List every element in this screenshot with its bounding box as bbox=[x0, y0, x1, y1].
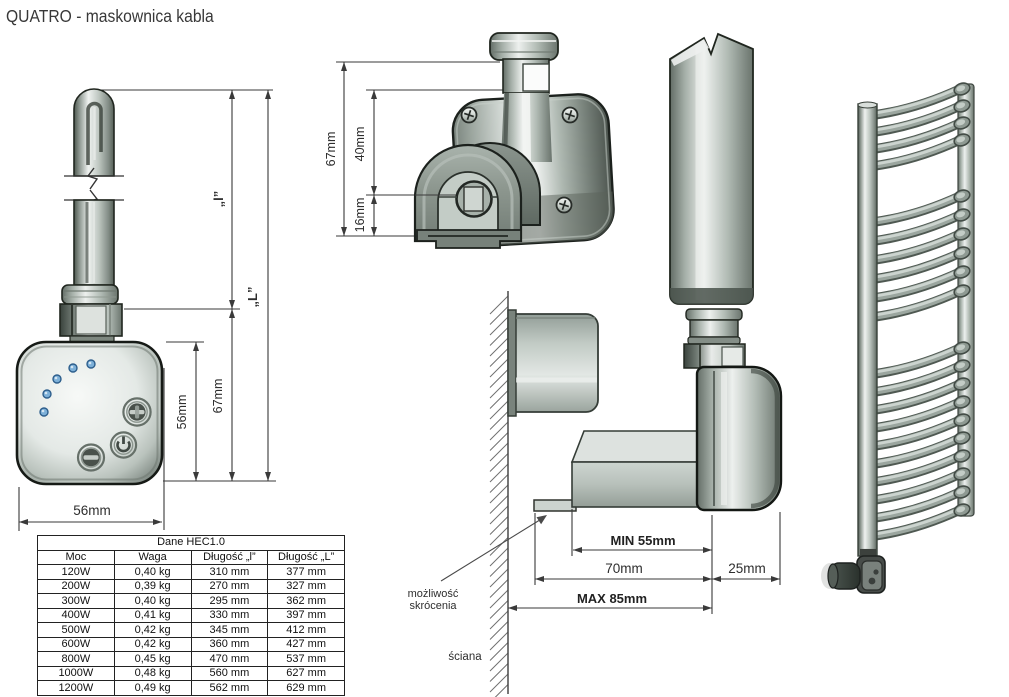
svg-text:możliwość: możliwość bbox=[408, 588, 459, 600]
svg-text:67mm: 67mm bbox=[324, 132, 338, 167]
svg-text:MAX 85mm: MAX 85mm bbox=[577, 591, 647, 606]
svg-text:67mm: 67mm bbox=[211, 379, 225, 414]
svg-text:25mm: 25mm bbox=[728, 561, 766, 576]
svg-text:ściana: ściana bbox=[448, 651, 482, 663]
svg-text:skrócenia: skrócenia bbox=[409, 600, 457, 612]
svg-text:MIN 55mm: MIN 55mm bbox=[610, 533, 675, 548]
svg-text:56mm: 56mm bbox=[175, 395, 189, 430]
svg-text:40mm: 40mm bbox=[353, 127, 367, 162]
svg-text:56mm: 56mm bbox=[73, 503, 111, 518]
svg-text:16mm: 16mm bbox=[353, 198, 367, 233]
svg-text:„L”: „L” bbox=[245, 287, 260, 308]
svg-text:70mm: 70mm bbox=[605, 561, 643, 576]
svg-text:„l”: „l” bbox=[211, 191, 226, 208]
